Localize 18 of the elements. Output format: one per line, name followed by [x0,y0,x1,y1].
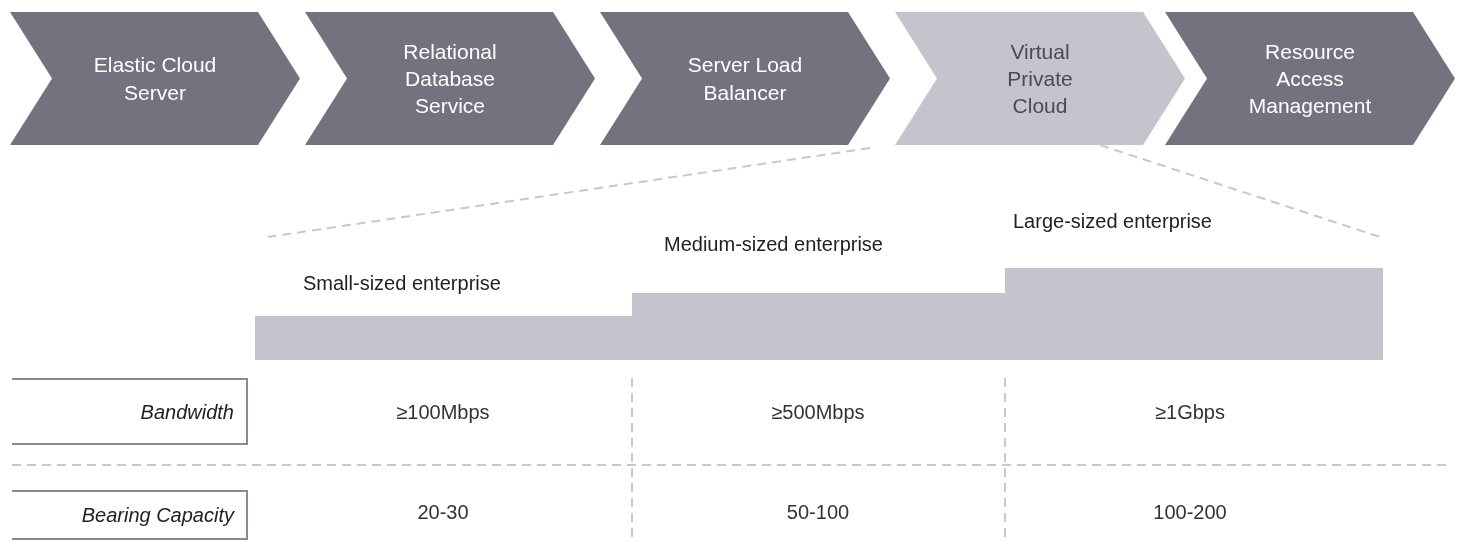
table-value: 20-30 [417,500,469,524]
step-label: Server Load Balancer [686,52,804,106]
row-label: Bandwidth [140,400,234,424]
table-value: 50-100 [786,500,850,524]
row-header [12,490,248,540]
row-label: Bearing Capacity [81,504,234,527]
table-value: ≥500Mbps [771,400,865,424]
step-label: Virtual Private Cloud [1006,38,1074,120]
table-value: ≥100Mbps [396,400,490,424]
step-label: Relational Database Service [402,38,498,120]
table-value: ≥1Gbps [1155,400,1225,424]
tier-label: Medium-sized enterprise [664,233,883,256]
step-label: Resource Access Management [1247,38,1373,120]
step-label: Elastic Cloud Server [92,52,218,106]
tier-label: Large-sized enterprise [1013,210,1212,233]
table-value: 100-200 [1153,500,1227,524]
row-header [12,378,248,445]
tier-label: Small-sized enterprise [303,272,501,295]
